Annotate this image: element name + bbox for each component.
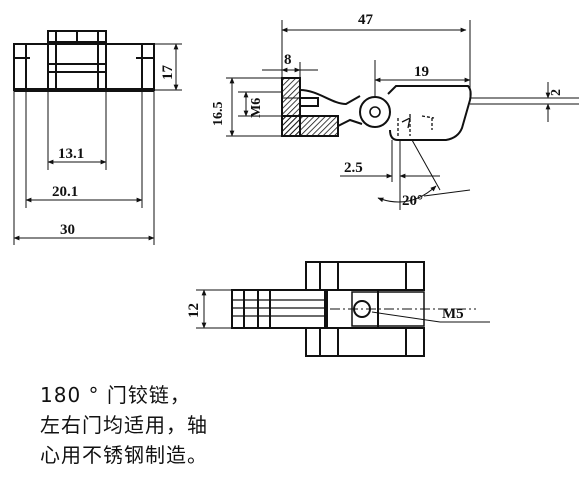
dim-pivot-distance: 19	[414, 64, 429, 80]
top-view-upper-leaf	[305, 261, 425, 291]
caption-line-3: 心用不锈钢制造。	[40, 443, 208, 467]
front-view-dimension-lines	[13, 43, 179, 241]
dim-middle-width: 20.1	[52, 184, 78, 200]
side-view	[281, 77, 472, 141]
side-view-dimension-lines	[226, 20, 579, 210]
front-view	[13, 30, 182, 245]
side-view-mount-block	[281, 77, 339, 137]
dim-angle: 20°	[402, 193, 423, 209]
side-view-pivot	[359, 96, 391, 128]
front-view-knuckle	[47, 30, 107, 91]
side-view-arm	[299, 89, 363, 127]
front-view-extension-lines	[13, 43, 182, 245]
dim-total-width: 30	[60, 222, 75, 238]
dim-inner-width: 13.1	[58, 146, 84, 162]
dim-edge-offset: 2	[549, 89, 564, 96]
dim-pin-thread: M5	[442, 306, 464, 322]
dim-front-height: 17	[160, 65, 176, 81]
dim-gap: 2.5	[344, 160, 363, 176]
top-view-dimension-lines	[196, 289, 490, 329]
side-view-slot-mark	[401, 116, 411, 129]
dim-top-height: 12	[186, 303, 202, 318]
caption-line-2: 左右门均适用，轴	[40, 413, 208, 437]
description-caption: 180 ° 门铰链， 左右门均适用，轴 心用不锈钢制造。	[40, 380, 208, 470]
dim-side-thickness: 8	[284, 52, 292, 68]
side-view-pivot-hole	[369, 106, 381, 118]
side-view-slot	[397, 114, 435, 136]
caption-line-1: 180 ° 门铰链，	[40, 383, 191, 407]
side-view-leaf	[387, 85, 472, 141]
dim-thread-size: M6	[249, 98, 264, 118]
front-view-outline	[13, 43, 155, 91]
top-view	[231, 261, 425, 357]
top-view-barrel	[231, 289, 327, 329]
dim-side-height: 16.5	[211, 102, 226, 127]
dim-side-length: 47	[358, 12, 374, 28]
top-view-lower-leaf	[305, 327, 425, 357]
